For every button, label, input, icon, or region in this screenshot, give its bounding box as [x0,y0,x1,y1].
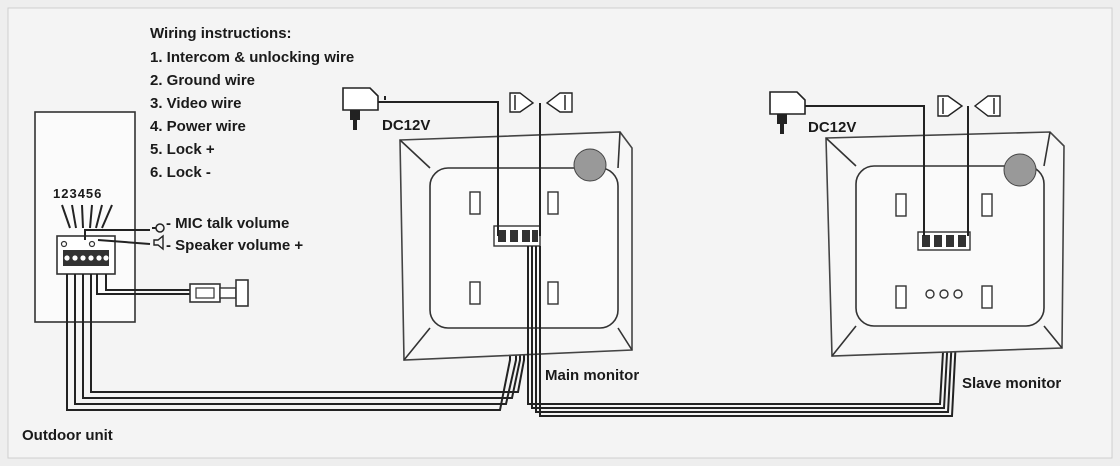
speaker-volume-label: - Speaker volume + [166,237,303,254]
electric-lock [96,274,249,307]
speaker-pot-icon [88,240,96,248]
instructions-title: Wiring instructions: [150,25,292,42]
outdoor-terminal-strip [63,250,109,266]
slave-terminal-block [917,231,971,251]
main-monitor-label: Main monitor [545,367,639,384]
wiring-instructions: Wiring instructions: 1. Intercom & unloc… [150,25,354,181]
slave-mount-brackets [895,193,993,309]
speaker-icon [153,234,164,251]
main-power-adapter: DC12V [342,87,499,236]
instruction-item-1: 1. Intercom & unlocking wire [150,49,354,66]
speaker-leader-line [97,239,151,245]
main-monitor: Main monitor [399,131,639,384]
lock-body [189,283,221,303]
instruction-item-5: 5. Lock + [150,141,215,158]
outdoor-unit: 123456 - MIC talk volume - Speaker volum… [34,111,303,323]
main-dc12v-label: DC12V [382,117,430,134]
slave-dc12v-label: DC12V [808,119,856,136]
instruction-item-3: 3. Video wire [150,95,241,112]
main-speaker-grille [573,148,607,182]
mic-pot-icon [60,240,68,248]
slave-monitor: Slave monitor [825,131,1065,392]
mic-talk-volume-label: - MIC talk volume [166,215,289,232]
outdoor-terminal-screws [64,255,109,261]
main-bell-icon [509,92,573,236]
lock-bolt [219,287,237,299]
slave-speaker-grille [1003,153,1037,187]
mic-leader-line [84,229,150,240]
main-monitor-back-plate [429,167,619,329]
outdoor-terminal-numbers: 123456 [53,186,102,201]
instruction-item-4: 4. Power wire [150,118,246,135]
instruction-item-6: 6. Lock - [150,164,211,181]
main-adapter-body [342,87,379,111]
slave-bell-icon [937,95,1001,236]
outdoor-unit-label: Outdoor unit [22,427,113,444]
main-terminal-ports [498,230,538,242]
instruction-item-2: 2. Ground wire [150,72,255,89]
slave-monitor-label: Slave monitor [962,375,1061,392]
slave-terminal-ports [922,235,966,247]
main-mount-brackets [469,191,559,305]
outdoor-unit-body [34,111,136,323]
slave-adapter-body [769,91,806,115]
outdoor-wire-tails [61,204,113,229]
slave-jacks [925,289,963,299]
lock-strike [235,279,249,307]
slave-power-adapter: DC12V [769,91,925,236]
